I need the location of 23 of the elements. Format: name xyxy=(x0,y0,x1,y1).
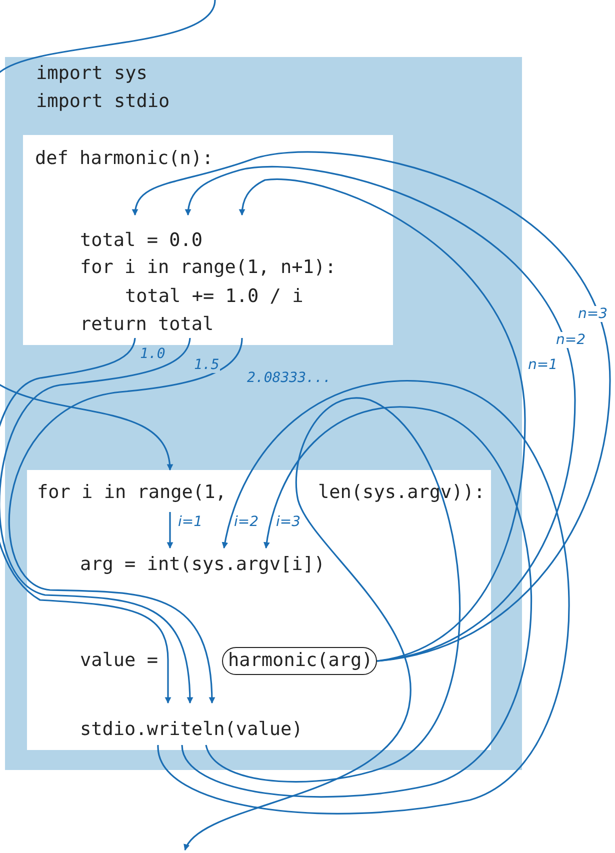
edge-label: 1.5 xyxy=(193,357,220,373)
arrow xyxy=(0,0,216,471)
edge-label: n=2 xyxy=(555,332,587,348)
edge-label: n=3 xyxy=(577,306,609,322)
code-line: return total xyxy=(80,313,250,338)
code-line: total += 1.0 / i xyxy=(125,285,325,309)
code-line: import sys xyxy=(36,63,148,85)
code-line: total = 0.0 xyxy=(80,215,215,253)
code-line: arg = int(sys.argv[i]) xyxy=(80,548,330,578)
function-call: harmonic(arg) xyxy=(222,647,377,675)
code-line: value = xyxy=(80,650,158,672)
code-line: import stdio xyxy=(36,91,170,113)
arrow xyxy=(239,178,526,662)
arrow xyxy=(185,166,576,662)
function-box xyxy=(23,135,393,345)
program-panel xyxy=(5,57,522,770)
code-line: for i in range(1, xyxy=(37,482,226,504)
loop-box xyxy=(27,470,491,750)
arrow xyxy=(166,512,174,549)
code-line: for i in range(1, n+1): xyxy=(80,256,340,280)
arrow xyxy=(132,151,611,662)
code-line: stdio.writeln(value) xyxy=(80,703,308,745)
code-line: def harmonic(n): xyxy=(35,148,214,170)
